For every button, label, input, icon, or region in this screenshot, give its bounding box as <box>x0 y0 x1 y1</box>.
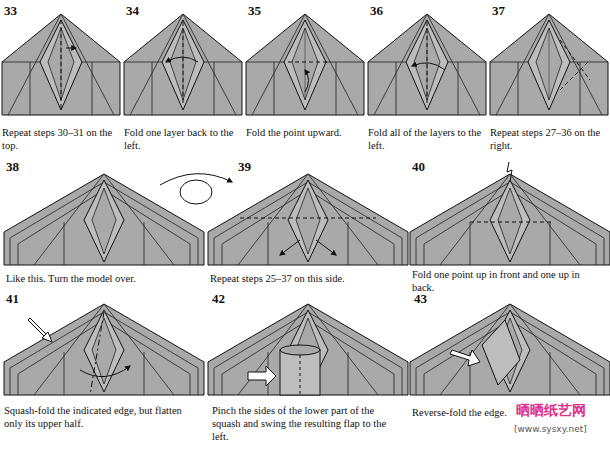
step-caption: Pinch the sides of the lower part of the… <box>212 404 397 443</box>
step-caption: Like this. Turn the model over. <box>6 272 201 285</box>
step-number: 42 <box>212 292 242 305</box>
step-number: 38 <box>6 160 36 173</box>
step-number: 37 <box>492 4 522 17</box>
step-number: 34 <box>126 4 156 17</box>
step-caption: Fold all of the layers to the left. <box>368 126 486 152</box>
step-caption: Squash-fold the indicated edge, but flat… <box>4 404 182 430</box>
step-number: 39 <box>238 160 268 173</box>
step-caption: Fold one point up in front and one up in… <box>412 268 604 294</box>
step-number: 35 <box>248 4 278 17</box>
step-caption: Reverse-fold the edge. <box>412 406 512 419</box>
step-number: 33 <box>4 4 34 17</box>
step-number: 43 <box>414 292 444 305</box>
step-number: 41 <box>6 292 36 305</box>
watermark-url: [www.sysxy.net] <box>514 424 606 434</box>
step-caption: Repeat steps 30–31 on the top. <box>2 126 120 152</box>
step-number: 36 <box>370 4 400 17</box>
step-number: 40 <box>412 160 442 173</box>
step-caption: Repeat steps 25–37 on this side. <box>210 272 405 285</box>
step-caption: Fold one layer back to the left. <box>124 126 242 152</box>
step-caption: Repeat steps 27–36 on the right. <box>490 126 606 152</box>
watermark: 晒晒纸艺网 <box>516 402 606 420</box>
step-caption: Fold the point upward. <box>246 126 362 139</box>
